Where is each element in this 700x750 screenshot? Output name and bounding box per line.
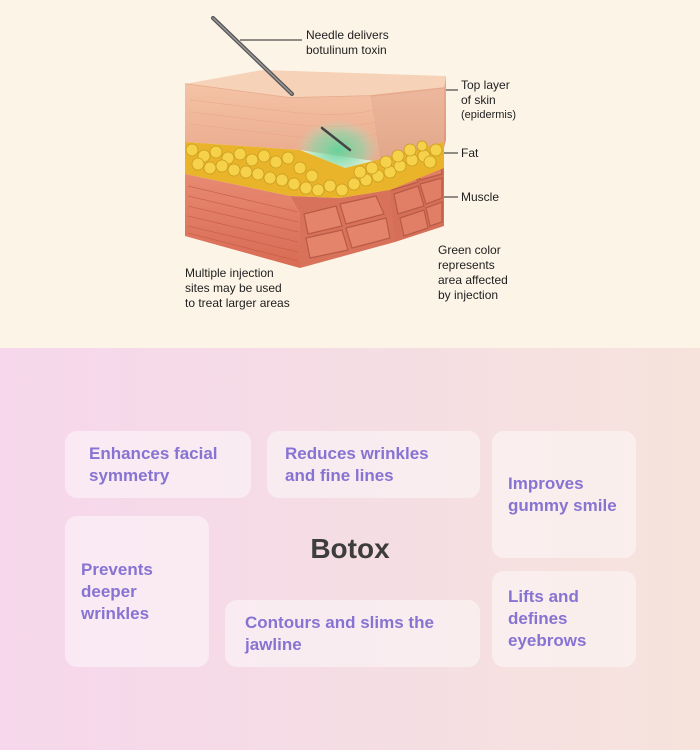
benefit-text: Enhances facial symmetry (89, 443, 218, 485)
botox-title: Botox (310, 533, 390, 564)
leader-lines (240, 39, 458, 198)
muscle-layer (185, 174, 395, 268)
multiple-sites-label: Multiple injection sites may be used to … (185, 266, 290, 310)
benefits-panel: Enhances facial symmetry Reduces wrinkle… (0, 348, 700, 750)
needle-label: Needle delivers botulinum toxin (306, 28, 389, 57)
benefit-text: Prevents deeper wrinkles (81, 559, 153, 623)
benefit-text: Improves gummy smile (508, 473, 617, 515)
epidermis-label: (epidermis) (461, 109, 517, 121)
benefit-text: Lifts and defines eyebrows (508, 587, 587, 650)
top-layer-label: Top layer of skin (461, 78, 510, 107)
benefit-card-symmetry: Enhances facial symmetry (65, 431, 251, 498)
fat-label: Fat (461, 146, 479, 160)
muscle-label: Muscle (461, 190, 500, 204)
needle-icon (211, 16, 352, 152)
benefit-card-wrinkles: Reduces wrinkles and fine lines (267, 431, 480, 498)
benefit-card-jawline: Contours and slims the jawline (225, 600, 480, 667)
benefit-text: Reduces wrinkles and fine lines (285, 443, 429, 485)
green-color-label: Green color represents area affected by … (438, 243, 508, 302)
skin-cross-section-illustration (184, 16, 458, 268)
benefit-text: Contours and slims the jawline (245, 612, 434, 654)
benefit-card-prevents: Prevents deeper wrinkles (65, 516, 209, 667)
benefit-card-eyebrows: Lifts and defines eyebrows (492, 571, 636, 667)
benefit-card-gummy-smile: Improves gummy smile (492, 431, 636, 558)
skin-diagram-panel: Needle delivers botulinum toxin Top laye… (0, 0, 700, 348)
fat-layer (185, 140, 444, 198)
